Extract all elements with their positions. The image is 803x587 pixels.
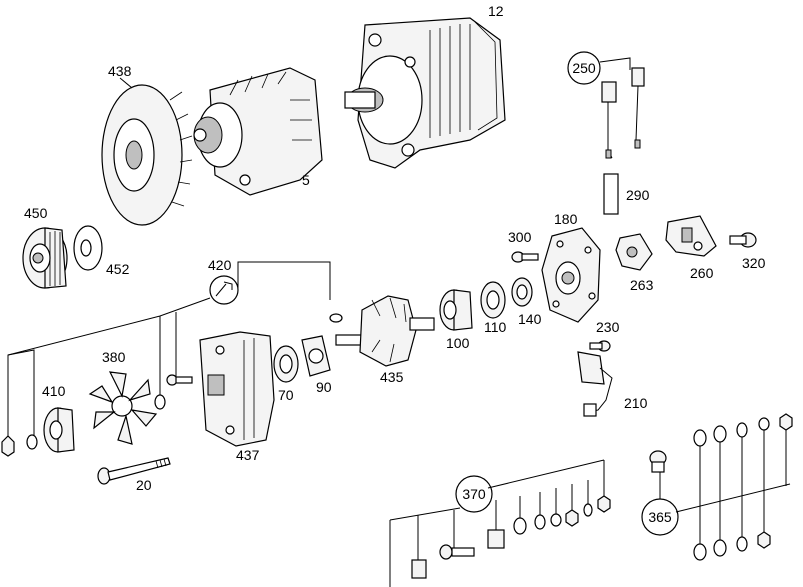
part-370-hardware[interactable] [411,495,611,579]
part-20-through-bolt[interactable] [97,457,171,485]
part-110-bearing[interactable] [480,281,506,319]
callout-365: 365 [648,509,672,525]
callout-20: 20 [136,477,152,493]
part-263-plate[interactable] [615,233,653,271]
callout-12: 12 [488,3,504,19]
callout-5: 5 [302,172,310,188]
callout-110: 110 [484,319,507,335]
part-365-callout[interactable]: 365 [641,498,679,536]
part-290-spring[interactable] [603,173,619,215]
callout-435: 435 [380,369,404,385]
part-435-rotor[interactable] [335,295,435,367]
part-300-screw[interactable] [511,251,539,263]
part-140-ring[interactable] [511,277,533,307]
callout-180: 180 [554,211,578,227]
part-438-fan-disk[interactable] [101,84,193,226]
part-100-bearing[interactable] [439,289,473,331]
callout-90: 90 [316,379,332,395]
callout-230: 230 [596,319,620,335]
part-12-alternator-housing[interactable] [344,17,506,169]
callout-380: 380 [102,349,126,365]
part-450-pulley[interactable] [22,227,68,289]
callout-300: 300 [508,229,532,245]
washer-mid[interactable] [154,394,166,410]
part-90-retainer-plate[interactable] [301,335,331,377]
callout-260: 260 [690,265,714,281]
part-210-regulator[interactable] [577,351,613,417]
part-380-fan[interactable] [88,371,158,445]
callout-100: 100 [446,335,470,351]
part-420-kit-symbol[interactable] [209,275,239,305]
part-5-alternator-assembly[interactable] [193,67,323,196]
callout-438: 438 [108,63,132,79]
part-230-screw[interactable] [589,340,611,352]
part-260-regulator[interactable] [665,215,717,257]
part-250-callout[interactable]: 250 [567,51,601,85]
part-180-rectifier[interactable] [541,227,601,323]
callout-450: 450 [24,205,48,221]
washer-left[interactable] [26,434,38,450]
part-370-callout[interactable]: 370 [455,475,493,513]
screw-mid[interactable] [166,374,193,386]
callout-290: 290 [626,187,650,203]
callout-452: 452 [106,261,130,277]
part-70-bearing[interactable] [273,345,299,383]
callout-410: 410 [42,383,66,399]
part-365-hardware[interactable] [649,413,793,561]
part-452-washer[interactable] [73,225,103,271]
part-410-spacer[interactable] [43,407,75,453]
part-320-screw[interactable] [729,232,757,248]
callout-370: 370 [462,486,486,502]
callout-70: 70 [278,387,294,403]
callout-140: 140 [518,311,542,327]
part-250-brushes[interactable] [601,67,645,159]
nut-left[interactable] [1,435,15,457]
callout-210: 210 [624,395,648,411]
callout-250: 250 [572,60,596,76]
callout-420: 420 [208,257,232,273]
callout-320: 320 [742,255,766,271]
callout-437: 437 [236,447,260,463]
callout-263: 263 [630,277,654,293]
small-plug[interactable] [329,313,343,323]
part-437-end-shield[interactable] [199,331,275,447]
